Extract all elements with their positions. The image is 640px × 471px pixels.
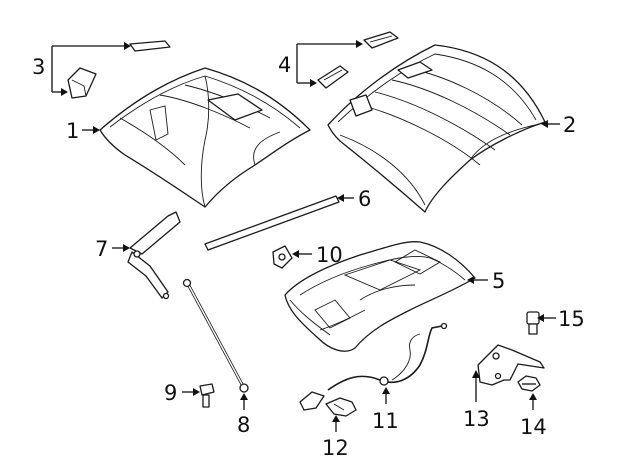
hood-panel-right xyxy=(327,44,546,213)
hood-latch xyxy=(477,344,545,386)
callout-5: 5 xyxy=(492,269,505,293)
callout-2: 2 xyxy=(563,113,576,137)
callout-labels: 3 4 1 2 6 7 10 5 15 9 8 11 12 13 14 xyxy=(32,53,585,460)
trim-pieces-right xyxy=(317,31,399,89)
cable-end-connector xyxy=(299,391,325,411)
hood-insulator xyxy=(284,241,476,352)
hood-panel-left xyxy=(99,67,311,208)
callout-14: 14 xyxy=(520,415,547,439)
hood-bumper xyxy=(272,245,293,269)
cable-clip xyxy=(325,397,357,417)
trim-pieces-left xyxy=(67,40,171,99)
callout-15: 15 xyxy=(558,307,585,331)
bolt xyxy=(199,383,215,408)
callout-7: 7 xyxy=(95,237,108,261)
callout-1: 1 xyxy=(66,119,79,143)
support-rod xyxy=(182,278,249,393)
weatherstrip-seal xyxy=(204,195,340,251)
callout-13: 13 xyxy=(463,407,490,431)
callout-4: 4 xyxy=(278,53,291,77)
callout-10: 10 xyxy=(316,243,343,267)
callout-8: 8 xyxy=(237,413,250,437)
hood-hinge xyxy=(127,211,181,300)
leader-lines xyxy=(51,40,560,432)
callout-6: 6 xyxy=(358,187,371,211)
callout-3: 3 xyxy=(32,55,45,79)
release-cable xyxy=(327,322,448,391)
callout-9: 9 xyxy=(164,381,177,405)
callout-12: 12 xyxy=(322,436,349,460)
callout-11: 11 xyxy=(372,409,399,433)
hood-stop-bumper xyxy=(526,311,540,335)
latch-bolt xyxy=(517,375,541,392)
